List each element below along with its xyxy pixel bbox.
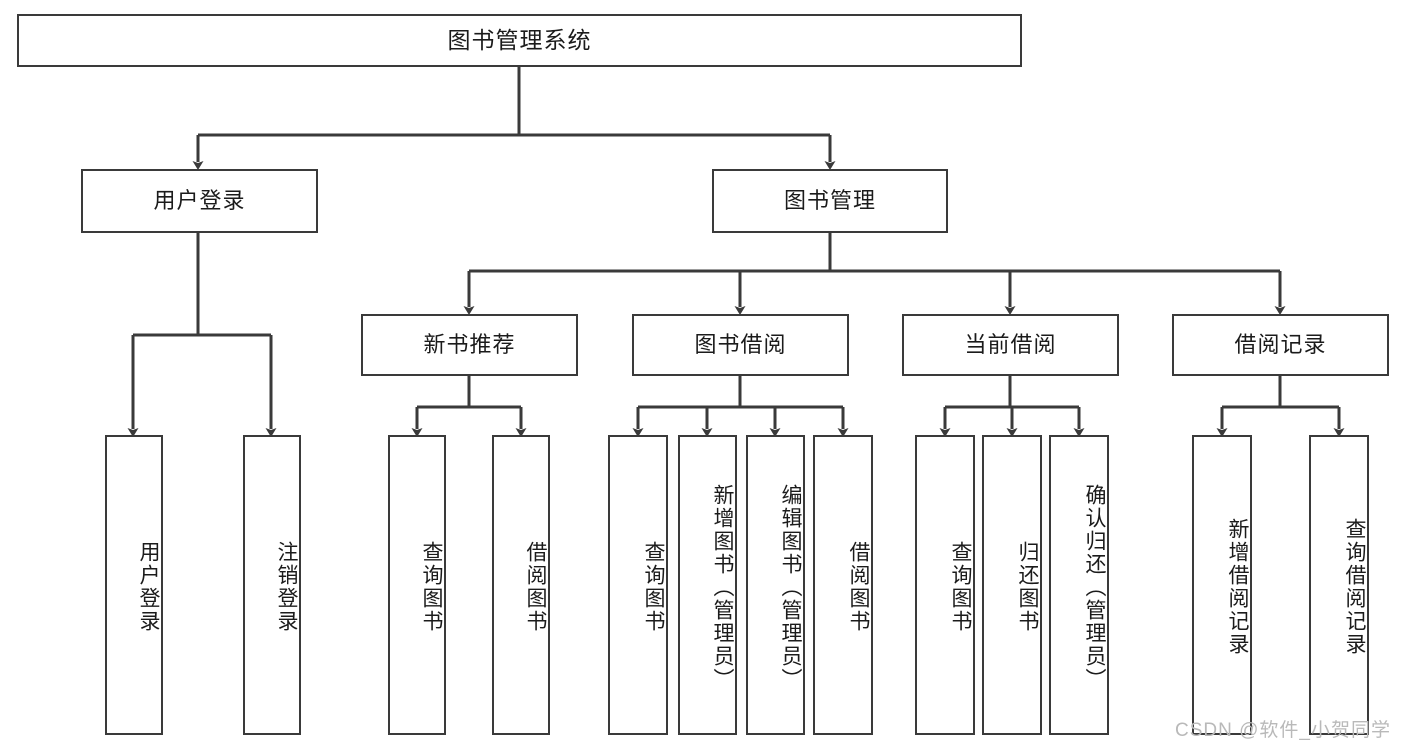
node-leaf-add-book[interactable]: 新增图书（管理员） xyxy=(678,435,737,735)
node-label: 新增借阅记录 xyxy=(1226,518,1249,656)
node-book-management-system[interactable]: 图书管理系统 xyxy=(17,14,1022,67)
node-label: 图书借阅 xyxy=(694,331,787,357)
node-new-book-recommendation[interactable]: 新书推荐 xyxy=(361,314,578,376)
node-label: 查询借阅记录 xyxy=(1343,518,1366,656)
node-label: 查询图书 xyxy=(420,541,443,633)
node-label: 用户登录 xyxy=(153,187,246,213)
node-book-borrow[interactable]: 图书借阅 xyxy=(632,314,849,376)
node-label: 借阅图书 xyxy=(524,541,547,633)
node-label: 借阅图书 xyxy=(847,541,870,633)
node-label: 图书管理系统 xyxy=(447,26,592,53)
node-leaf-query-book-2[interactable]: 查询图书 xyxy=(608,435,668,735)
node-label: 新书推荐 xyxy=(423,331,516,357)
node-label: 查询图书 xyxy=(949,541,972,633)
node-label: 编辑图书（管理员） xyxy=(779,483,802,691)
node-leaf-edit-book[interactable]: 编辑图书（管理员） xyxy=(746,435,805,735)
node-label: 查询图书 xyxy=(642,541,665,633)
watermark: CSDN @软件_小贺同学 xyxy=(1175,720,1391,741)
node-label: 注销登录 xyxy=(275,541,298,633)
node-leaf-confirm-return[interactable]: 确认归还（管理员） xyxy=(1049,435,1109,735)
node-label: 归还图书 xyxy=(1016,541,1039,633)
node-current-borrow[interactable]: 当前借阅 xyxy=(902,314,1119,376)
node-leaf-borrow-book-2[interactable]: 借阅图书 xyxy=(813,435,873,735)
node-leaf-query-book-3[interactable]: 查询图书 xyxy=(915,435,975,735)
node-leaf-query-record[interactable]: 查询借阅记录 xyxy=(1309,435,1369,735)
node-leaf-add-record[interactable]: 新增借阅记录 xyxy=(1192,435,1252,735)
node-borrow-record[interactable]: 借阅记录 xyxy=(1172,314,1389,376)
node-label: 借阅记录 xyxy=(1234,331,1327,357)
node-leaf-logout[interactable]: 注销登录 xyxy=(243,435,301,735)
node-leaf-user-login[interactable]: 用户登录 xyxy=(105,435,163,735)
node-leaf-query-book-1[interactable]: 查询图书 xyxy=(388,435,446,735)
node-label: 确认归还（管理员） xyxy=(1083,483,1106,691)
node-user-login[interactable]: 用户登录 xyxy=(81,169,318,233)
node-book-manage[interactable]: 图书管理 xyxy=(712,169,948,233)
node-leaf-borrow-book-1[interactable]: 借阅图书 xyxy=(492,435,550,735)
node-label: 用户登录 xyxy=(137,541,160,633)
node-label: 新增图书（管理员） xyxy=(711,483,734,691)
node-label: 图书管理 xyxy=(783,187,876,213)
node-label: 当前借阅 xyxy=(964,331,1057,357)
node-leaf-return-book[interactable]: 归还图书 xyxy=(982,435,1042,735)
